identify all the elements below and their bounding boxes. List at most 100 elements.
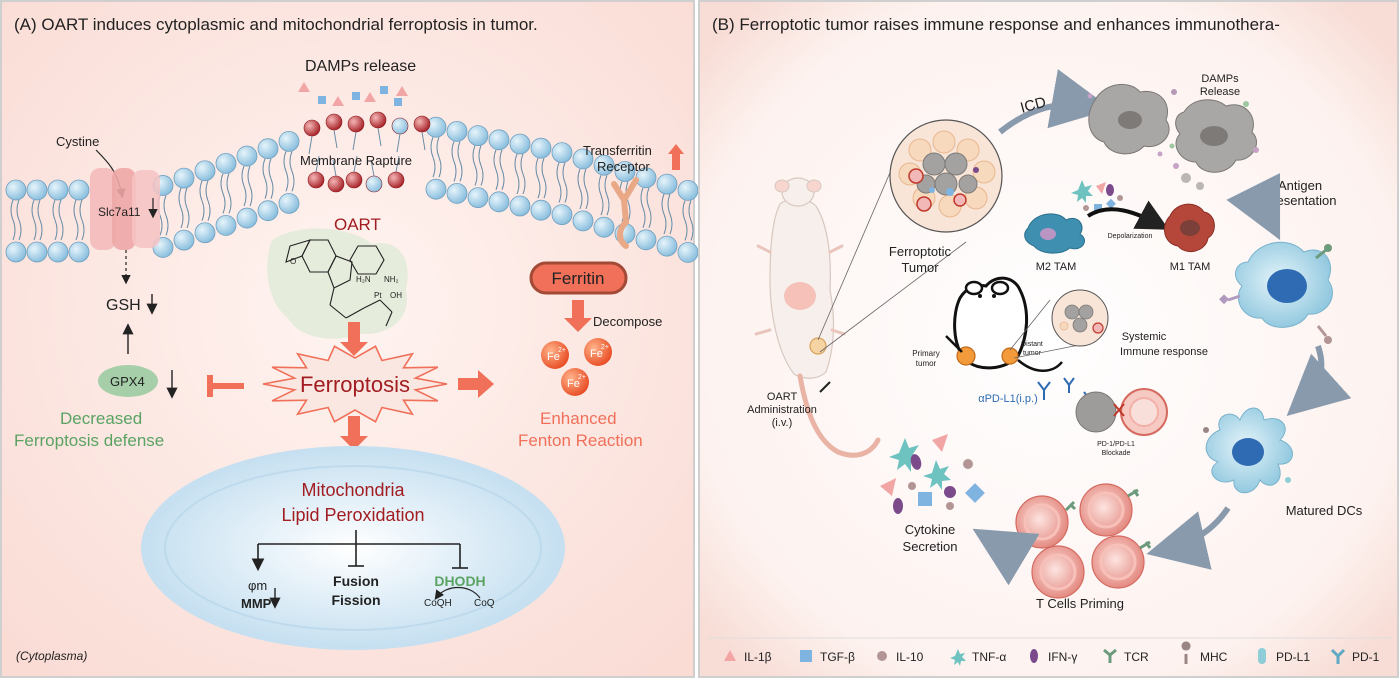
matured-dendritic-cell [1203, 407, 1293, 494]
lipid-tail [472, 145, 478, 186]
triangle-icon [332, 96, 344, 106]
lipid-tail [333, 129, 338, 149]
legend-label: TNF-α [972, 650, 1006, 664]
lipid-tail [625, 181, 631, 222]
lipid-head [593, 154, 615, 176]
mitochondria-inner-membrane [164, 465, 542, 631]
m1-tam [1163, 203, 1215, 253]
square-icon [380, 86, 388, 94]
icd-label: ICD [1018, 94, 1048, 117]
fe-ion: Fe 2+ [584, 338, 612, 366]
lipid-tail [520, 153, 526, 195]
t-cells [1015, 483, 1152, 599]
lipid-tail [353, 155, 358, 173]
lipid-head [215, 152, 237, 174]
lipid-tail [178, 187, 184, 229]
lipid-head [47, 241, 69, 263]
square-icon [800, 650, 812, 662]
legend-item: IL-1β [724, 650, 772, 664]
svg-text:2+: 2+ [558, 347, 566, 354]
gpx4-oval [98, 365, 158, 397]
ferritin-decompose-arrow [564, 300, 592, 332]
t-cell [1031, 545, 1085, 599]
lipid-head [215, 214, 237, 236]
distant-tumor-zoom [1051, 289, 1109, 347]
lipid-tail [79, 199, 85, 241]
lipid-head [467, 125, 489, 147]
zoom-line-top [817, 153, 899, 341]
lipid-tail [220, 173, 226, 214]
lipid-tail [16, 199, 22, 241]
lipid-tail [499, 149, 505, 190]
transferritin-line1: Transferritin [583, 143, 652, 158]
lipid-head [656, 173, 678, 195]
lipid-head [413, 115, 431, 133]
lipid-head [656, 235, 678, 257]
circle-icon [877, 651, 887, 661]
oart-admin-line2: Administration [747, 404, 817, 416]
coq-label: CoQ [474, 598, 495, 609]
blockade-line2: Blockade [1102, 450, 1131, 457]
lipid-tail [541, 158, 547, 199]
m2-tam-label: M2 TAM [1036, 261, 1077, 273]
lipid-head [303, 119, 321, 137]
lipid-head [551, 142, 573, 164]
lipid-tail [493, 149, 499, 190]
primary-tumor-line1: Primary [912, 349, 940, 358]
lipid-tail [199, 180, 205, 221]
legend-item: IFN-γ [1030, 649, 1077, 664]
defense-line2: Ferroptosis defense [14, 431, 164, 450]
lipid-tail [370, 159, 375, 177]
chem-o: O [290, 257, 296, 266]
damps-release-line2: Release [1200, 86, 1240, 98]
systemic-line2: Immune response [1120, 346, 1208, 358]
legend-label: IL-1β [744, 650, 772, 664]
cytoplasma-label: (Cytoplasma) [16, 649, 87, 663]
triangle-icon [724, 650, 736, 661]
legend-item: TCR [1103, 648, 1149, 664]
cytokines [880, 434, 985, 514]
triangle-icon [880, 478, 896, 496]
legend-label: TCR [1124, 650, 1149, 664]
lipid-head [425, 178, 447, 200]
distant-zoom-line1 [1009, 299, 1051, 351]
lipid-tail [396, 133, 401, 153]
primary-tumor-line2: tumor [916, 359, 937, 368]
lipid-tail [37, 199, 43, 241]
lipid-head [347, 115, 365, 133]
lipid-tail [457, 141, 463, 182]
lipid-tail [688, 200, 694, 241]
lipid-head [68, 179, 90, 201]
receptor-up-arrow [668, 144, 684, 170]
dhodh-label: DHODH [434, 573, 485, 589]
lipid-tail [283, 151, 289, 192]
damps-particles [298, 82, 408, 106]
slc7a11-transporter [90, 168, 160, 250]
lipid-head [509, 195, 531, 217]
panel-b-title: (B) Ferroptotic tumor raises immune resp… [712, 15, 1280, 34]
lipid-head [325, 113, 343, 131]
lipid-tail [430, 137, 436, 178]
ferroptosis-inhibits-gpx4 [207, 375, 244, 397]
depolarization-label: Depolarization [1108, 233, 1153, 240]
gpx4-label: GPX4 [110, 374, 145, 389]
lipid-tail [268, 158, 274, 199]
m2-tam [1024, 213, 1085, 254]
dc-maturation-arrow [1286, 345, 1352, 417]
oval-icon [1030, 649, 1038, 663]
lipid-head [446, 120, 468, 142]
lipid-head [173, 229, 195, 251]
cytokine-line1: Cytokine [905, 522, 956, 537]
mito-line2: Lipid Peroxidation [281, 505, 424, 525]
lipid-head [194, 222, 216, 244]
dc-to-tcell-arrow [1146, 506, 1231, 570]
lipid-head [26, 179, 48, 201]
defense-line1: Decreased [60, 409, 142, 428]
circle-icon [946, 502, 954, 510]
legend-label: TGF-β [820, 650, 855, 664]
square-icon [965, 483, 985, 503]
lipid-head [530, 137, 552, 159]
lipid-tail [478, 145, 484, 186]
circle-icon [963, 459, 973, 469]
